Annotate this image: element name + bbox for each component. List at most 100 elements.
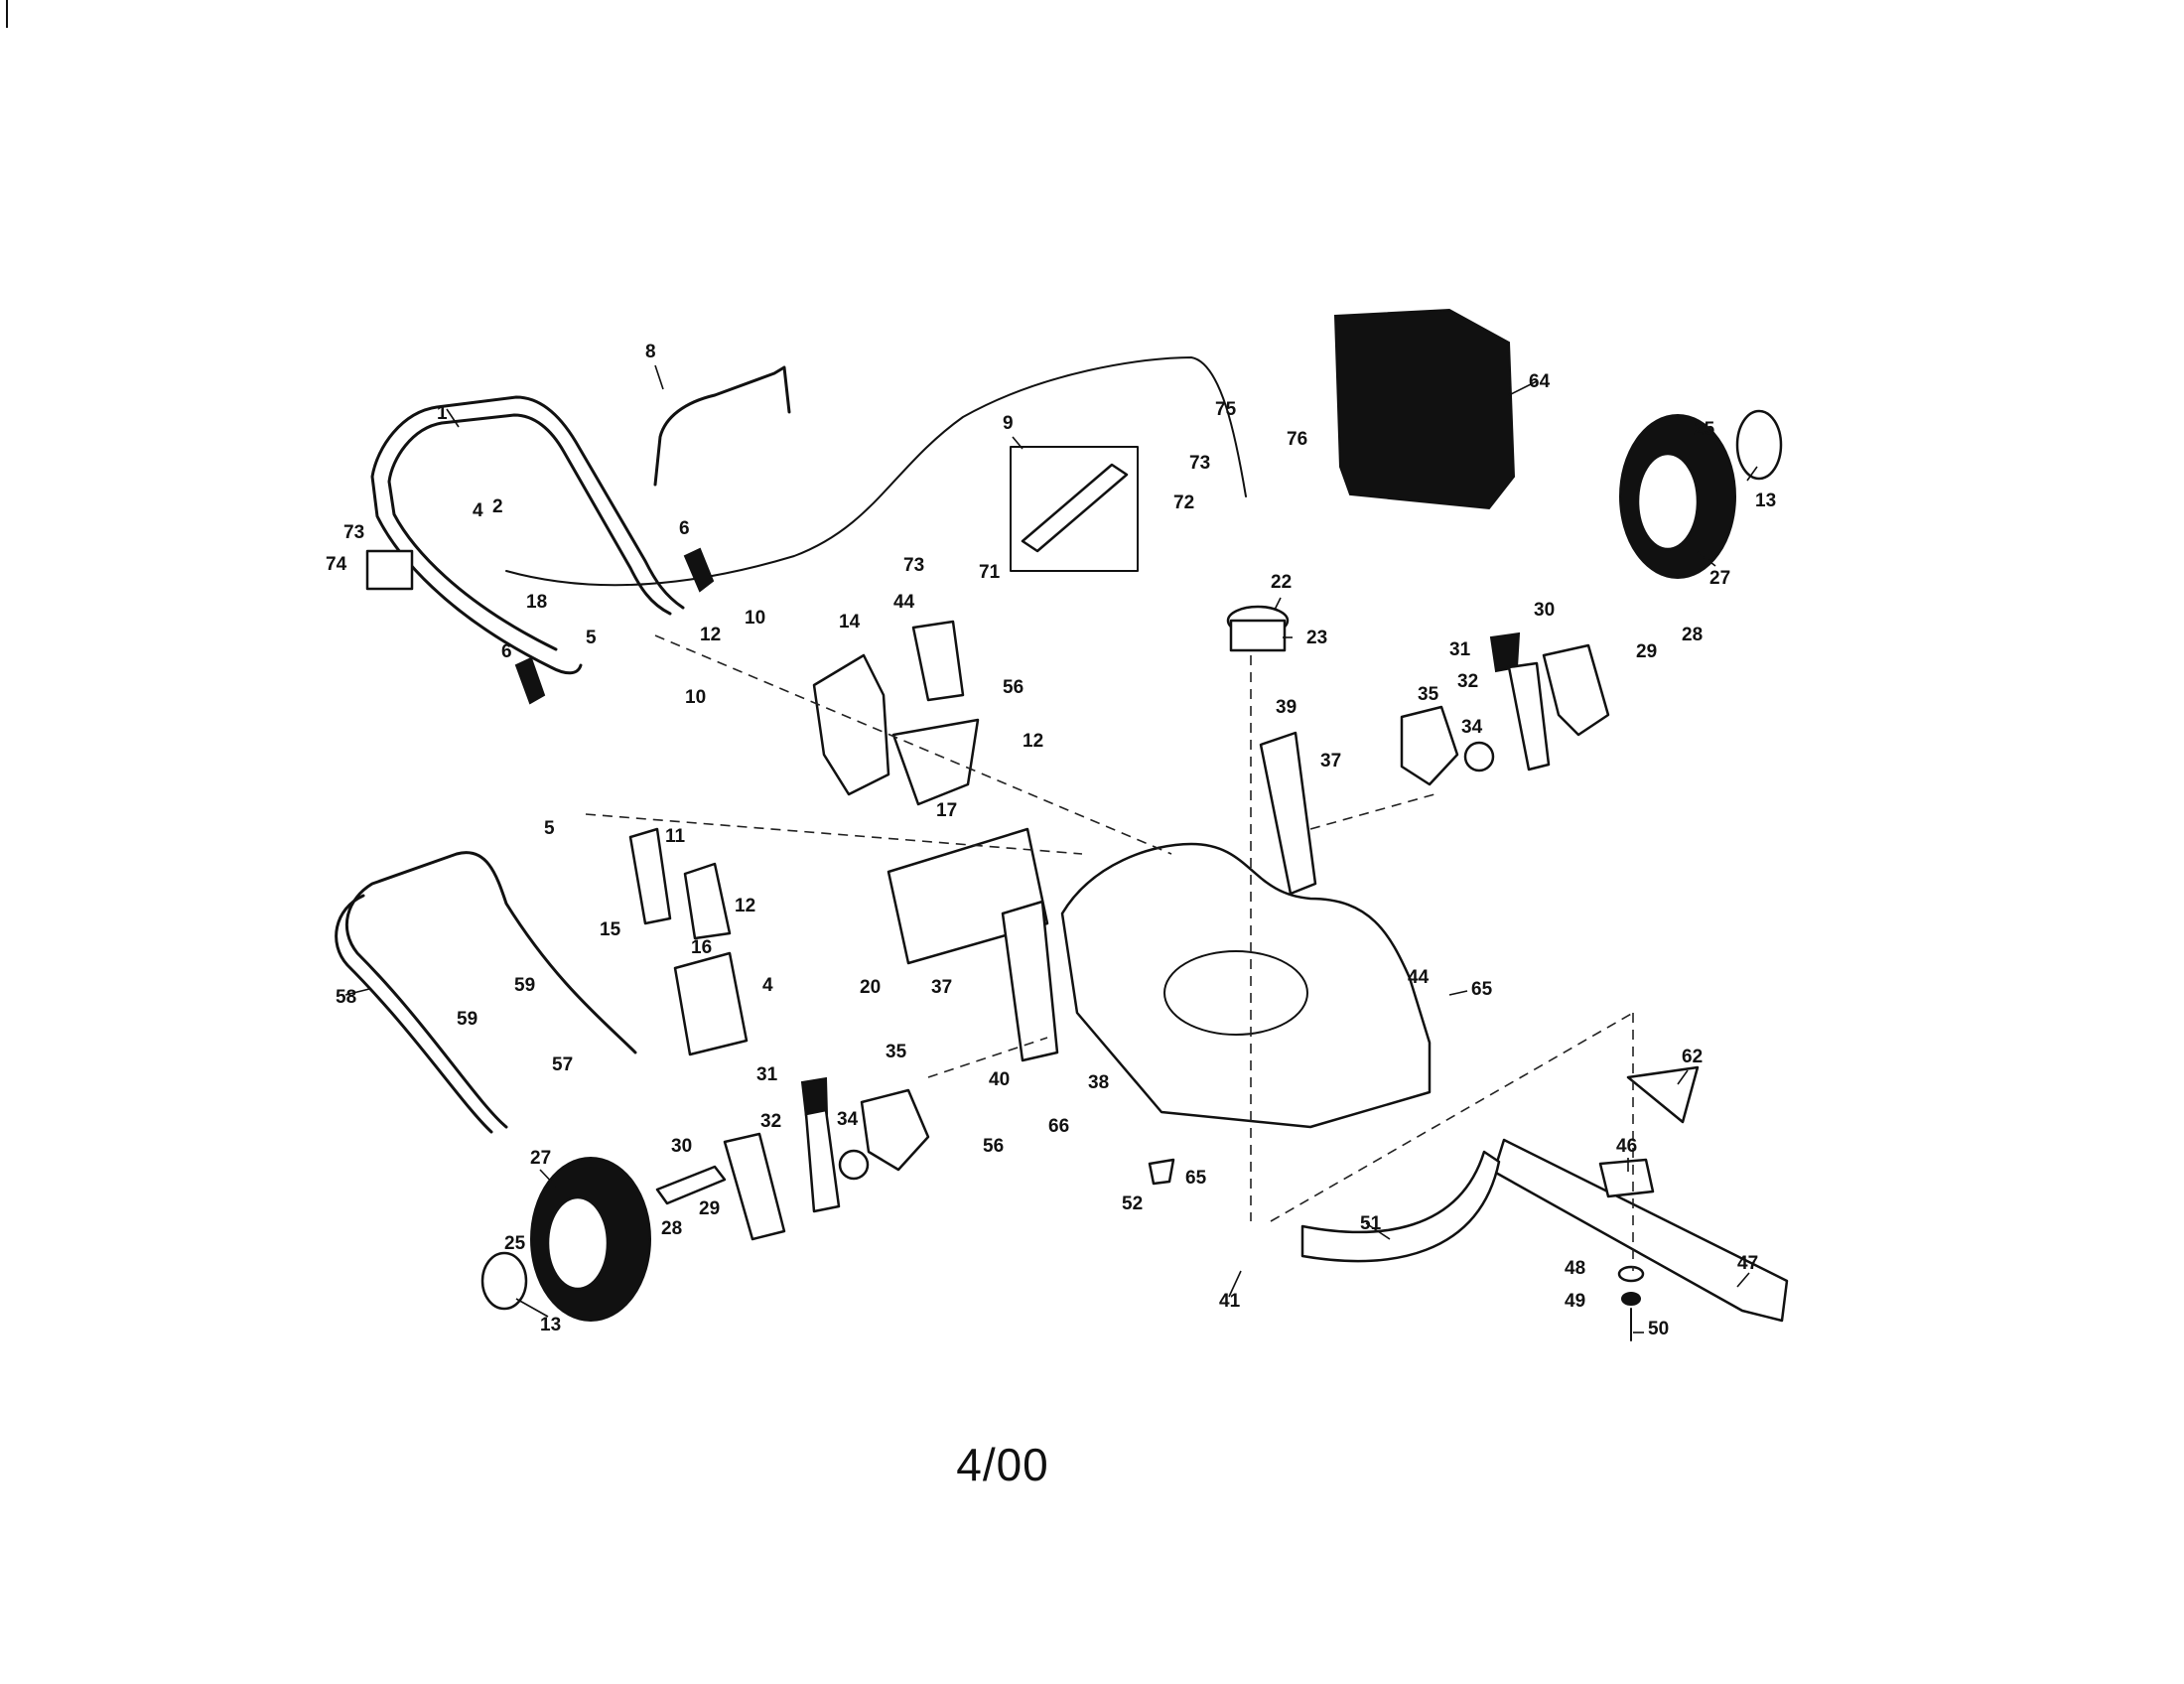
- callout-6: 6: [501, 641, 512, 662]
- lower-handle-inner: [335, 894, 493, 1134]
- callout-48: 48: [1565, 1258, 1585, 1279]
- callout-73: 73: [1189, 453, 1210, 474]
- callout-57: 57: [552, 1054, 573, 1075]
- callout-9: 9: [1003, 413, 1014, 434]
- callout-12: 12: [700, 625, 721, 645]
- hinge-bracket-right: [683, 862, 732, 940]
- wheel-rear-right-hub: [1636, 452, 1700, 551]
- lower-handle: [344, 851, 637, 1129]
- index-plate-left: [860, 1088, 930, 1172]
- callout-64: 64: [1529, 371, 1551, 392]
- callout-1: 1: [437, 403, 448, 424]
- engine-block: [1333, 308, 1516, 510]
- bushing-right: [1463, 741, 1495, 772]
- height-bracket-right: [1507, 661, 1551, 772]
- callout-39: 39: [1276, 697, 1297, 718]
- callout-leaders: [344, 364, 1758, 1333]
- assembly-guide-7: [1309, 793, 1435, 830]
- callout-50: 50: [1648, 1319, 1669, 1339]
- callout-37: 37: [931, 977, 952, 998]
- callout-30: 30: [1534, 600, 1555, 621]
- callout-13: 13: [1755, 491, 1776, 511]
- callout-44: 44: [1408, 967, 1430, 988]
- callout-16: 16: [691, 937, 712, 958]
- callout-49: 49: [1565, 1291, 1585, 1312]
- callout-28: 28: [1682, 625, 1703, 645]
- callout-23: 23: [1306, 628, 1327, 648]
- axle-left: [655, 1165, 727, 1205]
- callout-76: 76: [1287, 429, 1307, 450]
- callout-44: 44: [893, 592, 915, 613]
- callout-56: 56: [1003, 677, 1024, 698]
- callout-75: 75: [1215, 399, 1237, 420]
- hubcap-left: [480, 1251, 528, 1311]
- callout-72: 72: [1173, 492, 1194, 513]
- revision-date: 4/00: [956, 1439, 1049, 1490]
- assembly-guide-6: [927, 1037, 1048, 1078]
- callout-15: 15: [600, 919, 621, 940]
- deck-blade-opening: [1163, 950, 1308, 1036]
- throttle-control-body: [365, 549, 414, 591]
- cable-bracket-frame: [1010, 446, 1139, 572]
- baffle-left: [1001, 900, 1059, 1062]
- blade-lockwasher: [1621, 1292, 1641, 1306]
- handle-knob-upper: [683, 547, 715, 593]
- deck-skirt: [1300, 1150, 1501, 1263]
- callout-12: 12: [1023, 731, 1043, 752]
- callout-5: 5: [586, 628, 597, 648]
- callout-2: 2: [492, 496, 503, 517]
- blade-pulley-body: [1229, 619, 1287, 652]
- callout-66: 66: [1048, 1116, 1069, 1137]
- callout-71: 71: [979, 562, 1001, 583]
- upper-handle: [370, 395, 685, 675]
- callout-13: 13: [540, 1315, 561, 1335]
- callout-29: 29: [1636, 641, 1657, 662]
- callout-34: 34: [837, 1109, 859, 1130]
- bushing-left: [838, 1149, 870, 1181]
- callout-73: 73: [343, 522, 364, 543]
- cable-bracket: [1021, 463, 1129, 553]
- deck-plug: [1148, 1158, 1175, 1186]
- callout-12: 12: [735, 896, 755, 916]
- callout-8: 8: [645, 342, 656, 362]
- callout-11: 11: [665, 826, 686, 847]
- callout-4: 4: [473, 500, 483, 521]
- baffle-right: [1259, 731, 1317, 896]
- callout-10: 10: [685, 687, 706, 708]
- blade-washer: [1617, 1265, 1645, 1283]
- throttle-cable: [505, 356, 1247, 587]
- callout-32: 32: [760, 1111, 781, 1132]
- callout-29: 29: [699, 1198, 720, 1219]
- callout-65: 65: [1185, 1168, 1207, 1189]
- callout-35: 35: [1418, 684, 1439, 705]
- callout-31: 31: [756, 1064, 778, 1085]
- assembly-guide-2: [654, 634, 1172, 855]
- scan-margin-mark: [6, 0, 8, 28]
- callout-51: 51: [1360, 1213, 1382, 1234]
- callout-17: 17: [936, 800, 957, 821]
- callout-18: 18: [526, 592, 547, 613]
- callout-30: 30: [671, 1136, 692, 1157]
- wheel-front-left-hub: [546, 1195, 610, 1291]
- callout-52: 52: [1122, 1193, 1143, 1214]
- callout-34: 34: [1461, 717, 1483, 738]
- rear-door-shield: [891, 718, 980, 806]
- mower-deck: [1060, 842, 1432, 1129]
- callout-58: 58: [336, 987, 356, 1008]
- callout-27: 27: [1709, 568, 1730, 589]
- callout-31: 31: [1449, 639, 1471, 660]
- callout-25: 25: [1694, 419, 1715, 440]
- parts-artwork: [335, 308, 1789, 1341]
- callout-5: 5: [544, 818, 555, 839]
- bag-panel: [673, 951, 749, 1056]
- callout-10: 10: [745, 608, 765, 629]
- callout-46: 46: [1616, 1136, 1637, 1157]
- callout-62: 62: [1682, 1047, 1703, 1067]
- callout-14: 14: [839, 612, 861, 632]
- callout-20: 20: [860, 977, 881, 998]
- callout-47: 47: [1737, 1253, 1758, 1274]
- assembly-guide-1: [585, 813, 1083, 855]
- callout-56: 56: [983, 1136, 1004, 1157]
- callout-65: 65: [1471, 979, 1493, 1000]
- callout-74: 74: [326, 554, 347, 575]
